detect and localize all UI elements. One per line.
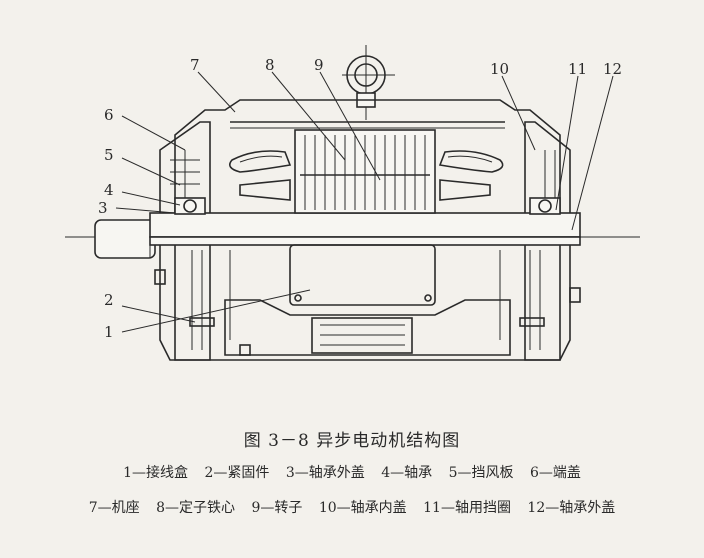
legend-item: 3—轴承外盖 (285, 465, 365, 481)
right-end-cover (524, 121, 571, 361)
legend-row-1: 1—接线盒 2—紧固件 3—轴承外盖 4—轴承 5—挡风板 6—端盖 (0, 462, 704, 482)
left-end-cover (159, 121, 211, 361)
legend-row-2: 7—机座 8—定子铁心 9—转子 10—轴承内盖 11—轴用挡圈 12—轴承外盖 (0, 497, 704, 517)
legend-item: 4—轴承 (381, 465, 433, 481)
label-8: 8 (265, 56, 275, 74)
figure-caption: 图 3－8 异步电动机结构图 (243, 431, 461, 451)
label-7: 7 (190, 56, 200, 74)
label-5: 5 (104, 146, 114, 164)
legend-item: 8—定子铁心 (156, 500, 236, 516)
label-9: 9 (314, 56, 324, 74)
label-6: 6 (104, 106, 114, 124)
label-12: 12 (603, 60, 622, 78)
legend-item: 11—轴用挡圈 (423, 500, 511, 516)
lower-housing (224, 244, 511, 356)
label-4: 4 (104, 181, 114, 199)
fasteners (154, 269, 581, 327)
label-2: 2 (104, 291, 114, 309)
label-1: 1 (104, 323, 114, 341)
left-bearing (174, 197, 206, 215)
right-bearing (529, 197, 561, 215)
shaft (94, 212, 581, 259)
lifting-eye (342, 55, 395, 108)
label-11: 11 (568, 60, 587, 78)
leader-lines (115, 71, 614, 333)
left-winding (229, 150, 292, 201)
legend-item: 2—紧固件 (204, 465, 270, 481)
stator-core (294, 129, 436, 214)
legend-item: 5—挡风板 (448, 465, 514, 481)
motor-frame (174, 99, 561, 361)
motor-structure-diagram: 1 2 3 4 5 6 7 8 9 10 11 12 (65, 45, 640, 361)
legend-item: 9—转子 (251, 500, 303, 516)
label-3: 3 (98, 199, 108, 217)
right-winding (438, 150, 504, 201)
legend-item: 7—机座 (88, 500, 140, 516)
legend-item: 6—端盖 (529, 465, 581, 481)
label-10: 10 (490, 60, 509, 78)
legend-item: 10—轴承内盖 (318, 500, 407, 516)
legend-item: 12—轴承外盖 (527, 500, 616, 516)
legend-item: 1—接线盒 (123, 465, 189, 481)
